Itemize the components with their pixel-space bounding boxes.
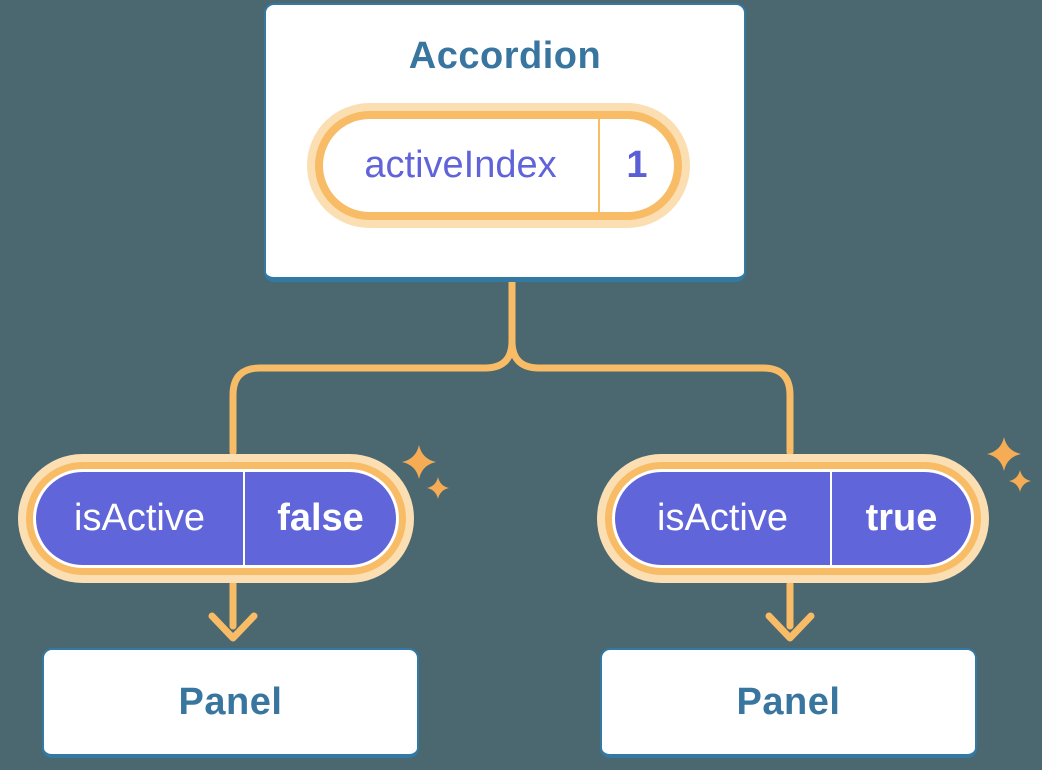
- panel-node-left: Panel: [42, 648, 419, 758]
- accordion-title: Accordion: [408, 35, 602, 77]
- state-pill-value: 1: [598, 119, 674, 212]
- prop-pill-right-ring: isActive true: [605, 462, 981, 575]
- state-pill-ring: activeIndex 1: [315, 111, 682, 220]
- state-pill-label: activeIndex: [364, 144, 557, 186]
- arrow-down-icon-right: [765, 580, 815, 642]
- sparkle-icon: [402, 445, 436, 479]
- sparkle-icon: [987, 437, 1021, 471]
- prop-pill-left-ring: isActive false: [26, 462, 406, 575]
- prop-pill-left: isActive false: [18, 454, 414, 583]
- branch-right-connector: [508, 279, 794, 456]
- prop-pill-right: isActive true: [597, 454, 989, 583]
- prop-pill-left-value: false: [243, 472, 396, 565]
- state-pill-activeindex: activeIndex 1: [307, 103, 690, 228]
- branch-left-connector: [229, 279, 516, 456]
- sparkle-icon: [1009, 470, 1031, 492]
- prop-pill-right-label: isActive: [657, 497, 788, 539]
- panel-right-title: Panel: [736, 680, 841, 723]
- prop-pill-left-label: isActive: [74, 497, 205, 539]
- panel-node-right: Panel: [600, 648, 977, 758]
- sparkle-icon: [427, 477, 449, 499]
- prop-pill-left-body: isActive false: [36, 472, 396, 565]
- panel-left-title: Panel: [178, 680, 283, 723]
- prop-pill-right-value: true: [830, 472, 971, 565]
- arrow-down-icon-left: [208, 580, 258, 642]
- prop-pill-right-body: isActive true: [615, 472, 971, 565]
